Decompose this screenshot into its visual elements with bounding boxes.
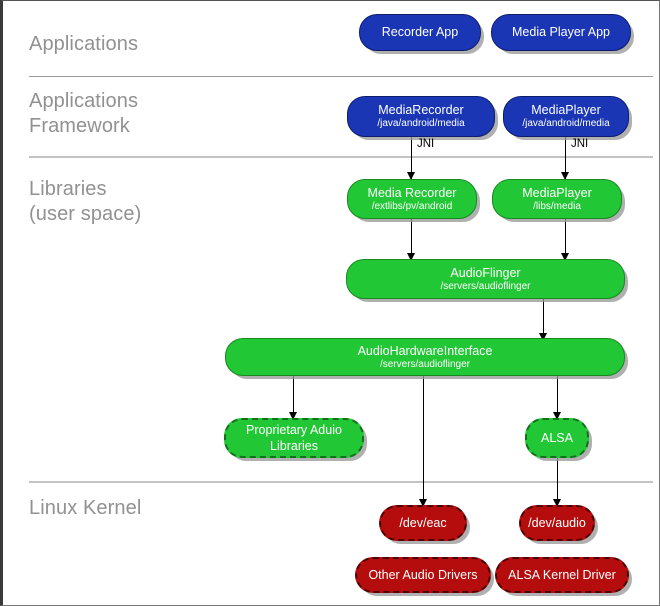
- arrowhead-alsa-dev-audio: [552, 499, 561, 507]
- node-audiohardwareinterface[interactable]: AudioHardwareInterface /servers/audiofli…: [225, 338, 625, 376]
- connector-ahi-proprietary: [293, 376, 294, 419]
- connector-alsa-dev-audio: [557, 458, 558, 506]
- arrowhead-ahi-proprietary: [288, 412, 297, 420]
- node-mediaplayer-framework-title: MediaPlayer: [531, 103, 601, 117]
- node-mediaplayer-lib-title: MediaPlayer: [522, 185, 592, 200]
- divider-framework: [29, 156, 653, 158]
- node-dev-eac[interactable]: /dev/eac: [379, 505, 467, 541]
- node-audioflinger[interactable]: AudioFlinger /servers/audioflinger: [346, 259, 625, 299]
- connector-mediaplayerlib-audioflinger: [565, 219, 566, 261]
- node-recorder-app-title: Recorder App: [381, 25, 459, 39]
- arrowhead-mediarecorderlib-audioflinger: [406, 253, 415, 261]
- connector-mediaplayer-jni: [565, 137, 566, 179]
- arrowhead-audioflinger-audiohardwareinterface: [538, 333, 547, 341]
- node-alsa-kernel-driver-title: ALSA Kernel Driver: [508, 567, 616, 582]
- connector-mediarecorder-jni: [411, 137, 412, 179]
- node-alsa-title: ALSA: [541, 430, 573, 445]
- connector-ahi-alsa: [557, 376, 558, 419]
- arrowhead-mediaplayer-jni: [560, 172, 569, 180]
- node-media-recorder-lib[interactable]: Media Recorder /extlibs/pv/android: [347, 179, 477, 219]
- node-mediaplayer-lib-path: /libs/media: [533, 200, 581, 212]
- arrowhead-ahi-dev-eac: [418, 499, 427, 507]
- node-audioflinger-title: AudioFlinger: [450, 265, 521, 280]
- node-audioflinger-path: /servers/audioflinger: [440, 280, 531, 292]
- node-alsa[interactable]: ALSA: [525, 418, 589, 458]
- connector-audioflinger-audiohardwareinterface: [543, 299, 544, 341]
- node-other-audio-drivers-title: Other Audio Drivers: [368, 567, 478, 582]
- node-audiohardwareinterface-title: AudioHardwareInterface: [357, 343, 493, 358]
- layer-label-linux-kernel: Linux Kernel: [29, 497, 142, 519]
- node-dev-audio[interactable]: /dev/audio: [519, 505, 595, 541]
- arrowhead-mediaplayerlib-audioflinger: [560, 253, 569, 261]
- node-mediaplayer-lib[interactable]: MediaPlayer /libs/media: [492, 179, 622, 219]
- node-mediarecorder-framework[interactable]: MediaRecorder /java/android/media: [347, 96, 495, 137]
- layer-label-applications: Applications: [29, 33, 139, 55]
- edge-label-jni-recorder: JNI: [417, 138, 435, 150]
- node-mediarecorder-framework-path: /java/android/media: [377, 118, 465, 129]
- node-dev-eac-title: /dev/eac: [399, 515, 447, 530]
- arrowhead-mediarecorder-jni: [406, 172, 415, 180]
- node-other-audio-drivers[interactable]: Other Audio Drivers: [355, 557, 491, 593]
- node-alsa-kernel-driver[interactable]: ALSA Kernel Driver: [495, 557, 629, 593]
- node-media-recorder-lib-title: Media Recorder: [367, 185, 457, 200]
- arrowhead-ahi-alsa: [552, 412, 561, 420]
- divider-kernel: [29, 481, 653, 483]
- divider-applications: [29, 76, 653, 77]
- node-mediarecorder-framework-title: MediaRecorder: [378, 103, 464, 117]
- node-mediaplayer-framework-path: /java/android/media: [522, 118, 610, 129]
- node-mediaplayer-framework[interactable]: MediaPlayer /java/android/media: [503, 96, 629, 137]
- layer-label-libraries: Libraries (user space): [29, 178, 142, 225]
- node-media-player-app-title: Media Player App: [512, 25, 610, 39]
- node-proprietary-audio-libraries-title: Proprietary Aduio Libraries: [246, 423, 342, 453]
- node-audiohardwareinterface-path: /servers/audioflinger: [379, 358, 471, 370]
- edge-label-jni-player: JNI: [571, 138, 589, 150]
- node-media-recorder-lib-path: /extlibs/pv/android: [371, 200, 453, 212]
- layer-label-applications-framework: Applications Framework: [29, 90, 139, 137]
- node-proprietary-audio-libraries[interactable]: Proprietary Aduio Libraries: [224, 418, 364, 458]
- connector-ahi-dev-eac: [423, 376, 424, 506]
- node-recorder-app[interactable]: Recorder App: [359, 14, 481, 51]
- node-media-player-app[interactable]: Media Player App: [491, 14, 631, 51]
- connector-mediarecorderlib-audioflinger: [411, 219, 412, 261]
- node-dev-audio-title: /dev/audio: [528, 515, 586, 530]
